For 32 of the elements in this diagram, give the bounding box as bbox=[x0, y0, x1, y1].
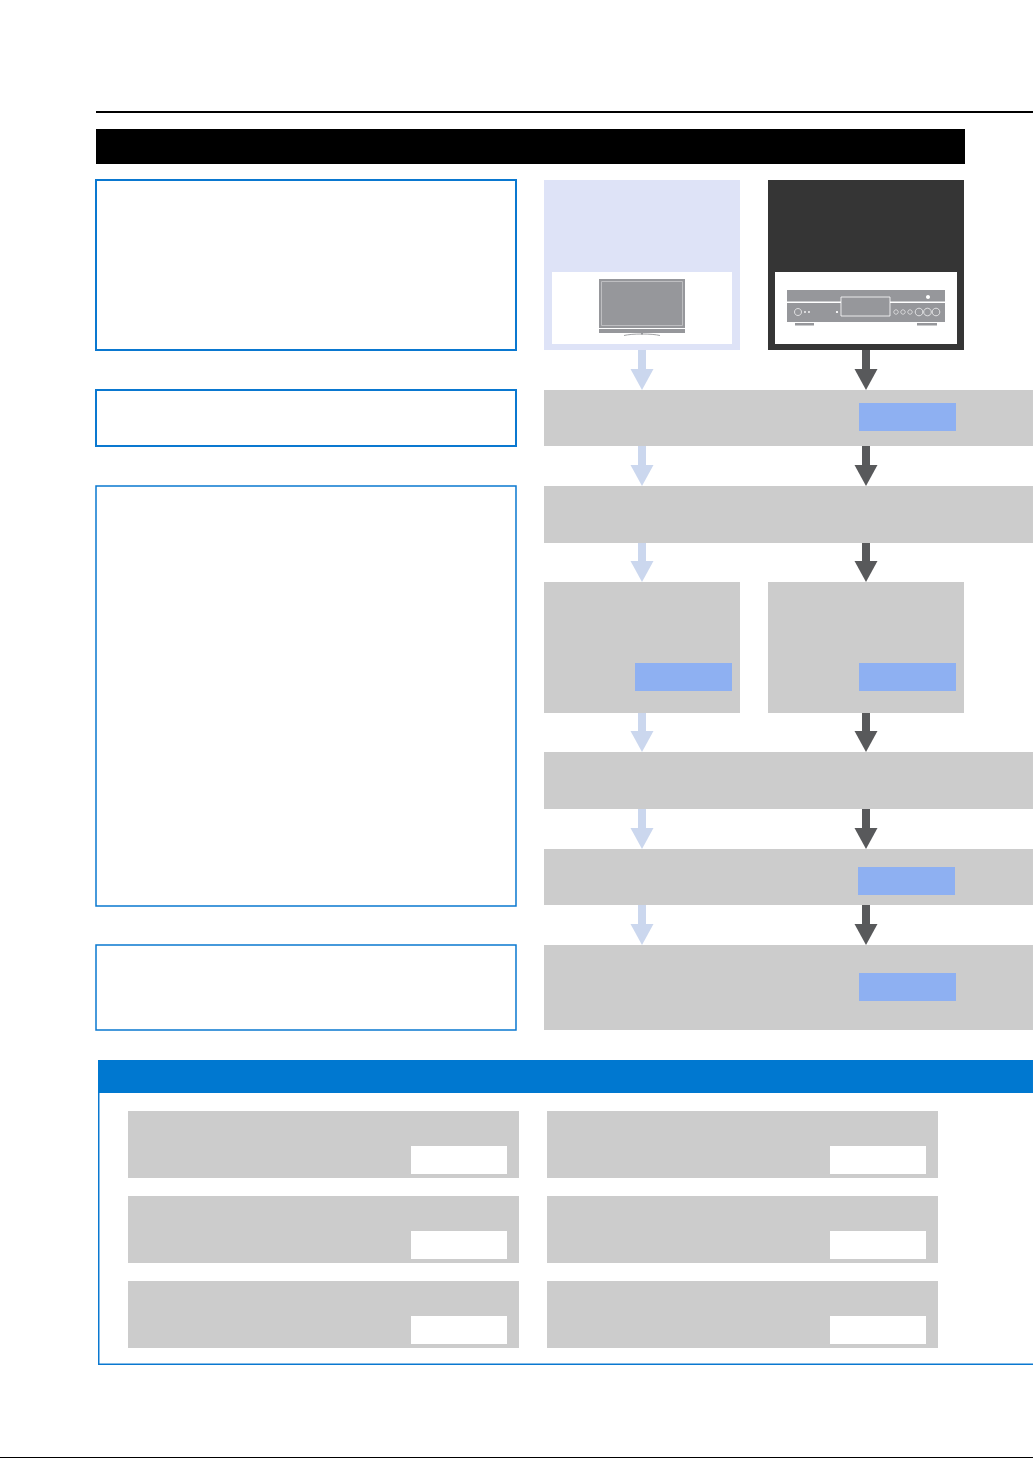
step-box bbox=[544, 582, 740, 713]
tag-box bbox=[859, 663, 956, 691]
item-box bbox=[547, 1281, 938, 1348]
step-box bbox=[544, 390, 1033, 446]
title-bar bbox=[96, 129, 965, 164]
tag-box bbox=[635, 663, 732, 691]
tag-box bbox=[411, 1316, 507, 1344]
tag-box bbox=[830, 1231, 926, 1259]
step-box bbox=[768, 582, 964, 713]
info-box bbox=[95, 179, 517, 351]
tv-drawing bbox=[552, 272, 732, 344]
item-box bbox=[547, 1111, 938, 1178]
info-box bbox=[95, 485, 517, 907]
step-box bbox=[544, 752, 1033, 809]
tag-box bbox=[830, 1146, 926, 1174]
tag-box bbox=[859, 403, 956, 431]
panel bbox=[98, 1059, 1033, 1365]
info-box bbox=[95, 944, 517, 1031]
tag-box bbox=[858, 867, 955, 895]
tag-box bbox=[830, 1316, 926, 1344]
info-box bbox=[95, 389, 517, 447]
step-box bbox=[544, 486, 1033, 543]
item-box bbox=[128, 1196, 519, 1263]
item-box bbox=[547, 1196, 938, 1263]
item-box bbox=[128, 1281, 519, 1348]
step-box bbox=[544, 945, 1033, 1030]
tag-box bbox=[411, 1146, 507, 1174]
item-box bbox=[128, 1111, 519, 1178]
tag-box bbox=[859, 973, 956, 1001]
player-drawing bbox=[775, 272, 957, 344]
step-box bbox=[544, 849, 1033, 905]
tag-box bbox=[411, 1231, 507, 1259]
